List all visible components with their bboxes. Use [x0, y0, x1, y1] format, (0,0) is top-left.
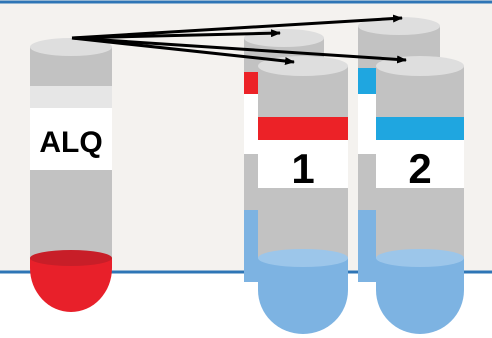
- tube-1: 1: [258, 56, 348, 334]
- tube-2-liquid: [376, 258, 464, 334]
- tube-2-label: 2: [408, 145, 431, 192]
- tube-2: 2: [376, 56, 464, 334]
- tube-2-cap-band: [376, 117, 464, 140]
- source-tube-label: ALQ: [39, 126, 102, 159]
- tube-1-liquid: [258, 258, 348, 334]
- source-tube: ALQ: [30, 38, 112, 312]
- tube-1-cap-band: [258, 117, 348, 140]
- source-liquid: [30, 258, 112, 312]
- tube-1-label: 1: [291, 145, 314, 192]
